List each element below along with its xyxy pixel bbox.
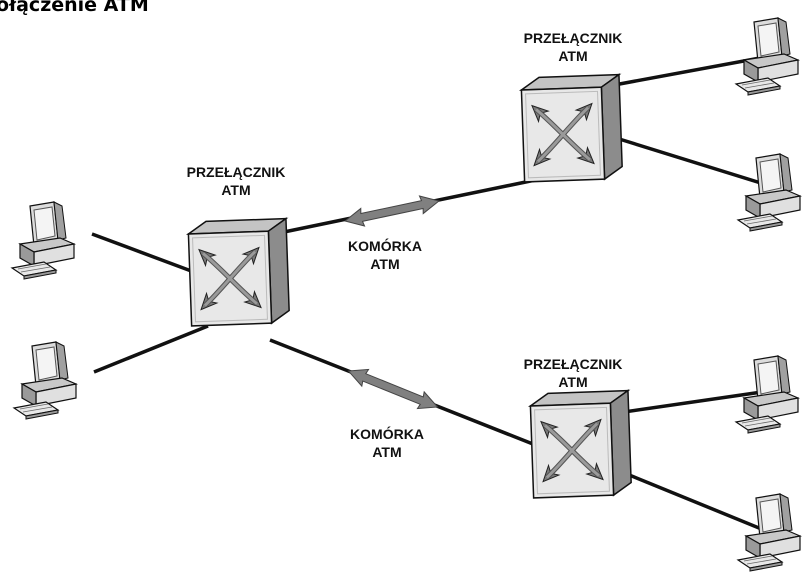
computer-icon [11, 201, 75, 280]
double-arrow-icon [344, 362, 442, 416]
computer-icon [737, 153, 801, 232]
cell-label: ATM [370, 256, 399, 272]
switch-label: PRZEŁĄCZNIK [524, 30, 623, 46]
switch-label: ATM [558, 374, 587, 390]
page-title: ołączenie ATM [0, 0, 149, 16]
computer-icon [737, 493, 801, 572]
link-top-pc2 [615, 136, 765, 186]
switch-label: PRZEŁĄCZNIK [524, 356, 623, 372]
switch-label: ATM [221, 182, 250, 198]
cell-label: KOMÓRKA [348, 237, 422, 254]
computer-icon [735, 17, 799, 96]
router-switch-icon [188, 219, 290, 326]
double-arrow-icon [342, 191, 442, 231]
cell-label: KOMÓRKA [350, 425, 424, 442]
cell-label: ATM [372, 444, 401, 460]
computer-icon [13, 341, 77, 420]
router-switch-icon [530, 391, 632, 498]
link-top-pc1 [597, 56, 761, 90]
link-left-pc2 [93, 324, 209, 374]
link-bottom-pc2 [611, 466, 765, 532]
link-bottom-pc1 [609, 390, 763, 416]
switch-label: PRZEŁĄCZNIK [187, 164, 286, 180]
switch-label: ATM [558, 48, 587, 64]
router-switch-icon [521, 75, 623, 182]
